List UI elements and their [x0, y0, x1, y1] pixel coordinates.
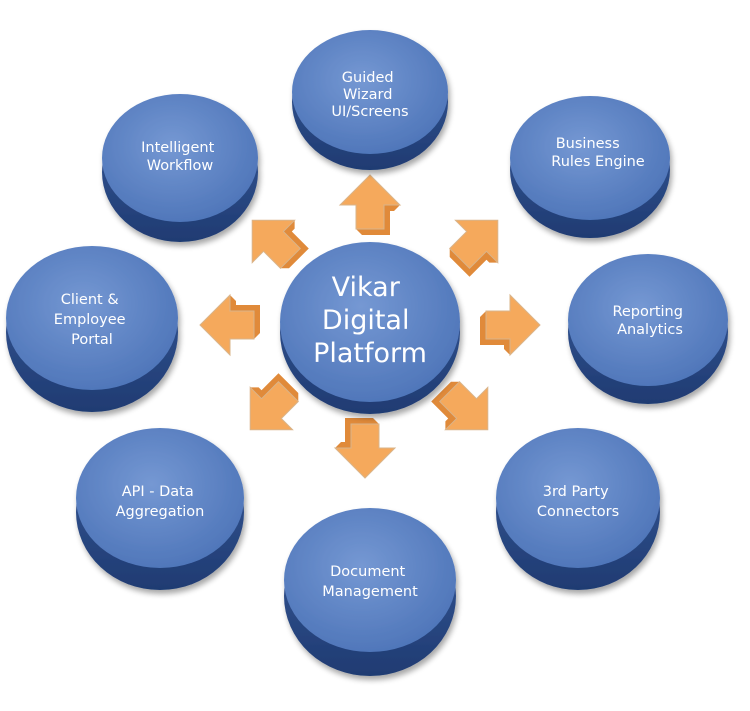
center-title: Vikar Digital Platform [313, 272, 427, 369]
node-label-line: Reporting [612, 304, 683, 320]
node-label: Business Rules Engine [551, 136, 645, 170]
node-label-line: Wizard [343, 87, 392, 103]
center-title-line-2: Digital [322, 305, 410, 336]
node-label-line: Aggregation [116, 504, 205, 520]
node-label-line: Management [322, 584, 418, 600]
node-reporting-analytics: Reporting Analytics [568, 254, 728, 404]
node-client-employee-portal: Client & Employee Portal [6, 246, 178, 412]
node-business-rules-engine: Business Rules Engine [510, 96, 670, 238]
arrow-down [333, 418, 397, 479]
node-label: Guided Wizard UI/Screens [331, 70, 408, 120]
arrows-layer [199, 174, 541, 479]
node-label-line: Document [330, 564, 405, 580]
arrow-right [480, 293, 541, 357]
node-label-line: Rules Engine [551, 154, 645, 170]
node-guided-wizard: Guided Wizard UI/Screens [292, 30, 448, 170]
center-title-line-3: Platform [313, 338, 427, 369]
node-label-line: Analytics [617, 322, 683, 338]
arrow-left-body [199, 293, 255, 357]
node-third-party-connectors: 3rd Party Connectors [496, 428, 660, 590]
node-label-line: Employee [54, 312, 126, 328]
node-label: API - Data Aggregation [116, 484, 205, 520]
arrow-up [338, 174, 402, 235]
arrow-down-left [249, 373, 299, 431]
arrow-up-left-body [251, 219, 301, 269]
node-disc-top [6, 246, 178, 390]
arrow-down-right-body [439, 381, 489, 431]
node-label: Document Management [322, 564, 418, 600]
arrow-up-shade [356, 205, 400, 235]
center-title-line-1: Vikar [332, 272, 401, 303]
center-platform-disc: Vikar Digital Platform [280, 242, 460, 414]
node-disc-top [496, 428, 660, 568]
outer-nodes: Guided Wizard UI/Screens Business Rules … [6, 30, 728, 676]
arrow-down-right-shade [431, 381, 460, 430]
center-disc-top [280, 242, 460, 402]
node-document-management: Document Management [284, 508, 456, 676]
arrow-right-shade [480, 311, 510, 355]
node-label: Client & Employee Portal [54, 292, 130, 348]
node-label-line: Client & [61, 292, 119, 308]
arrow-down-body [333, 423, 397, 479]
node-disc-top [102, 94, 258, 222]
node-label-line: UI/Screens [331, 104, 408, 120]
node-label: Reporting Analytics [612, 304, 687, 338]
arrow-right-body [485, 293, 541, 357]
arrow-left-shade [230, 295, 260, 339]
node-intelligent-workflow: Intelligent Workflow [102, 94, 258, 242]
node-label-line: 3rd Party [543, 484, 609, 500]
arrow-up-right-shade [449, 248, 498, 277]
node-label-line: Connectors [537, 504, 619, 520]
node-label-line: Guided [342, 70, 394, 86]
arrow-down-right [431, 381, 489, 431]
node-disc-top [76, 428, 244, 568]
node-label-line: Intelligent [141, 140, 214, 156]
node-disc-top [284, 508, 456, 652]
node-label-line: Workflow [147, 158, 214, 174]
node-disc-top [292, 30, 448, 154]
node-label: 3rd Party Connectors [537, 484, 619, 520]
arrow-up-body [338, 174, 402, 230]
arrow-down-left-body [249, 381, 299, 431]
node-label-line: Portal [71, 332, 113, 348]
node-label-line: Business [556, 136, 620, 152]
node-disc-top [568, 254, 728, 386]
arrow-up-left-shade [280, 220, 309, 269]
arrow-up-right-body [449, 219, 499, 269]
node-api-data-aggregation: API - Data Aggregation [76, 428, 244, 590]
arrow-up-left [251, 219, 309, 269]
arrow-down-left-shade [250, 373, 299, 402]
node-label: Intelligent Workflow [141, 140, 219, 174]
arrow-left [199, 293, 260, 357]
arrow-down-shade [335, 418, 379, 448]
arrow-up-right [449, 219, 499, 277]
node-disc-top [510, 96, 670, 220]
node-label-line: API - Data [122, 484, 194, 500]
